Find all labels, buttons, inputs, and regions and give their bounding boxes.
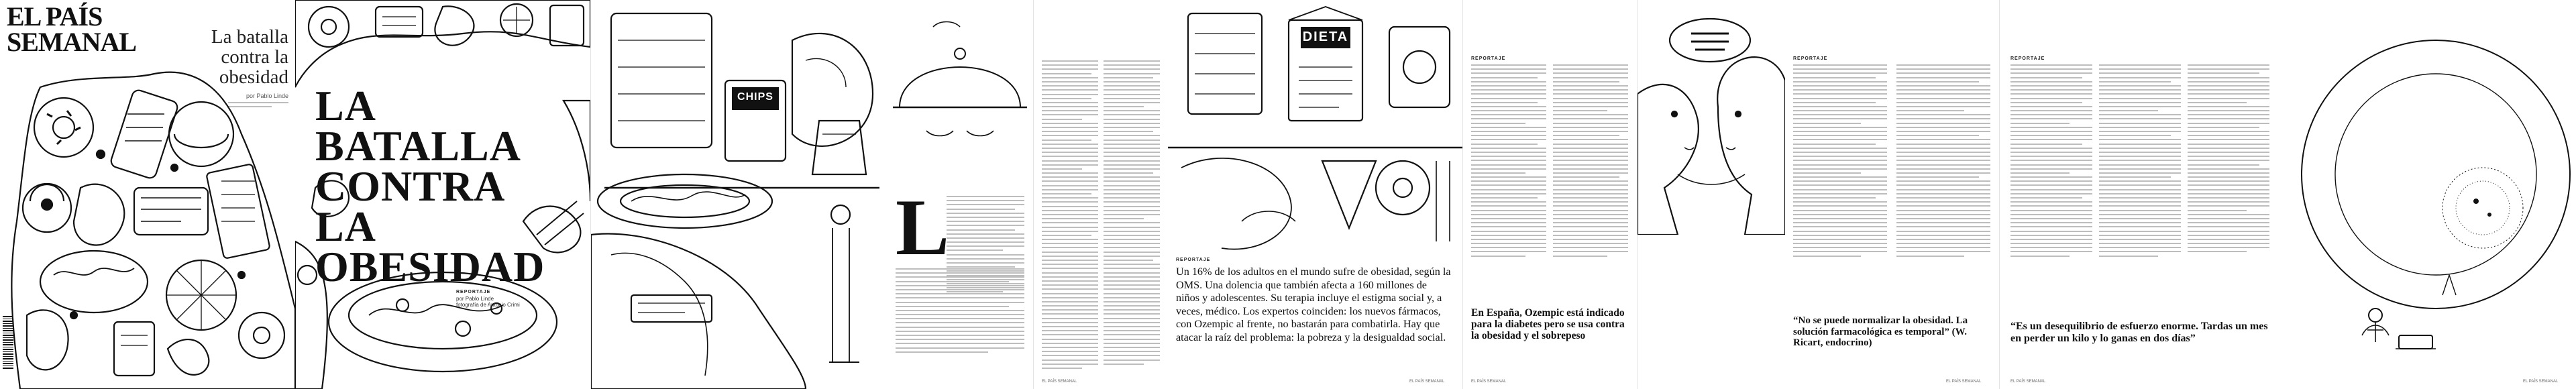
food-border-illustration [295,0,590,389]
plate-spread: REPORTAJE [2000,0,2576,389]
folio-right: EL PAÍS SEMANAL [1409,380,1445,384]
cover-subtitle-lines [228,102,288,110]
folio-left: EL PAÍS SEMANAL [1471,380,1507,384]
feature-title-line-5: OBESIDAD [315,243,545,290]
body-text-page: EL PAÍS SEMANAL [1034,0,1168,389]
spread3-column-1 [1471,64,1546,260]
diet-sign-illustration [1168,6,1462,250]
feature-title-line-2: BATALLA [315,122,521,170]
spread4-section-tag: REPORTAJE [1793,56,1828,61]
diet-sign-text: DIETA [1302,30,1349,44]
faces-text-page: REPORTAJE [1785,0,1999,389]
spread4-pull-quote: “No se puede normalizar la obesidad. La … [1793,315,1968,348]
spread4-column-1 [1793,64,1887,260]
cover-title: La batalla contra la obesidad [211,26,288,88]
feature-section-tag: REPORTAJE [456,290,491,294]
masthead-line2: SEMANAL [7,27,137,57]
feature-credits: REPORTAJE por Pablo Linde fotografía de … [456,290,570,308]
plate-illustration [2301,40,2571,349]
feature-title-page: LA BATALLA CONTRA LA OBESIDAD REPORTAJE … [295,0,590,389]
folio-left: EL PAÍS SEMANAL [1042,380,1077,384]
chips-label: CHIPS [737,91,773,103]
faces-illustration-page [1638,0,1785,389]
cloche-illustration [893,21,1027,137]
feature-title-line-3: CONTRA [315,162,506,210]
gutter [1033,0,1034,389]
spread5-column-3 [2188,64,2269,256]
spread3-column-2 [1553,64,1628,260]
opening-text-page: L [886,0,1033,389]
folio-right: EL PAÍS SEMANAL [1946,380,1982,384]
feature-title-line-1: LA [315,82,376,129]
folio-right: EL PAÍS SEMANAL [2523,380,2559,384]
body-column-2 [1104,60,1160,368]
masthead: EL PAÍS SEMANAL [7,1,137,57]
kitchen-table-illustration [591,12,879,389]
opening-body-text [947,196,1024,296]
opening-spread: CHIPS L [591,0,1033,389]
body-column-1 [1042,60,1098,372]
spread5-column-2 [2099,64,2181,260]
cover-byline: por Pablo Linde [246,93,288,99]
lead-section-tag: REPORTAJE [1176,258,1211,262]
final-text-page: REPORTAJE [2000,0,2282,389]
plate-illustration-page: EL PAÍS SEMANAL [2282,0,2576,389]
spread3-pull-quote: En España, Ozempic está indicado para la… [1471,307,1625,341]
food-pile-illustration [11,71,295,389]
gutter [1999,0,2000,389]
gutter [590,0,591,389]
spread4-column-2 [1896,64,1990,260]
two-faces-illustration [1638,17,1785,235]
folio-left: EL PAÍS SEMANAL [2010,380,2046,384]
feature-title: LA BATALLA CONTRA LA OBESIDAD [315,82,545,290]
barcode [3,315,13,369]
gutter [1462,0,1463,389]
feature-byline: por Pablo Linde [456,296,494,302]
lead-text: Un 16% de los adultos en el mundo sufre … [1176,266,1451,343]
lead-page: DIETA REPORTAJE Un 16% de los adultos en… [1168,0,1462,389]
faces-spread: REPORTAJE [1638,0,1999,389]
spread5-column-1 [2010,64,2092,260]
spread5-pull-quote: “Es un desequilibrio de esfuerzo enorme.… [2010,321,2268,344]
cover-spread: EL PAÍS SEMANAL La batalla contra la obe… [0,0,590,389]
illustration-page: CHIPS [591,0,886,389]
drop-cap: L [896,182,950,272]
ozempic-spread: REPORTAJE [1463,0,1637,389]
feature-title-line-4: LA [315,203,376,250]
lead-spread: EL PAÍS SEMANAL DIETA REPORTAJE Un 16% d… [1034,0,1462,389]
cover-page: EL PAÍS SEMANAL La batalla contra la obe… [0,0,295,389]
spread5-section-tag: REPORTAJE [2010,56,2045,61]
ozempic-page: REPORTAJE [1463,0,1637,389]
masthead-line1: EL PAÍS [7,1,103,32]
opening-body-text-bottom [896,268,1024,355]
feature-photo-credit: fotografía de Antonio Crimi [456,302,520,308]
spread3-section-tag: REPORTAJE [1471,56,1506,61]
